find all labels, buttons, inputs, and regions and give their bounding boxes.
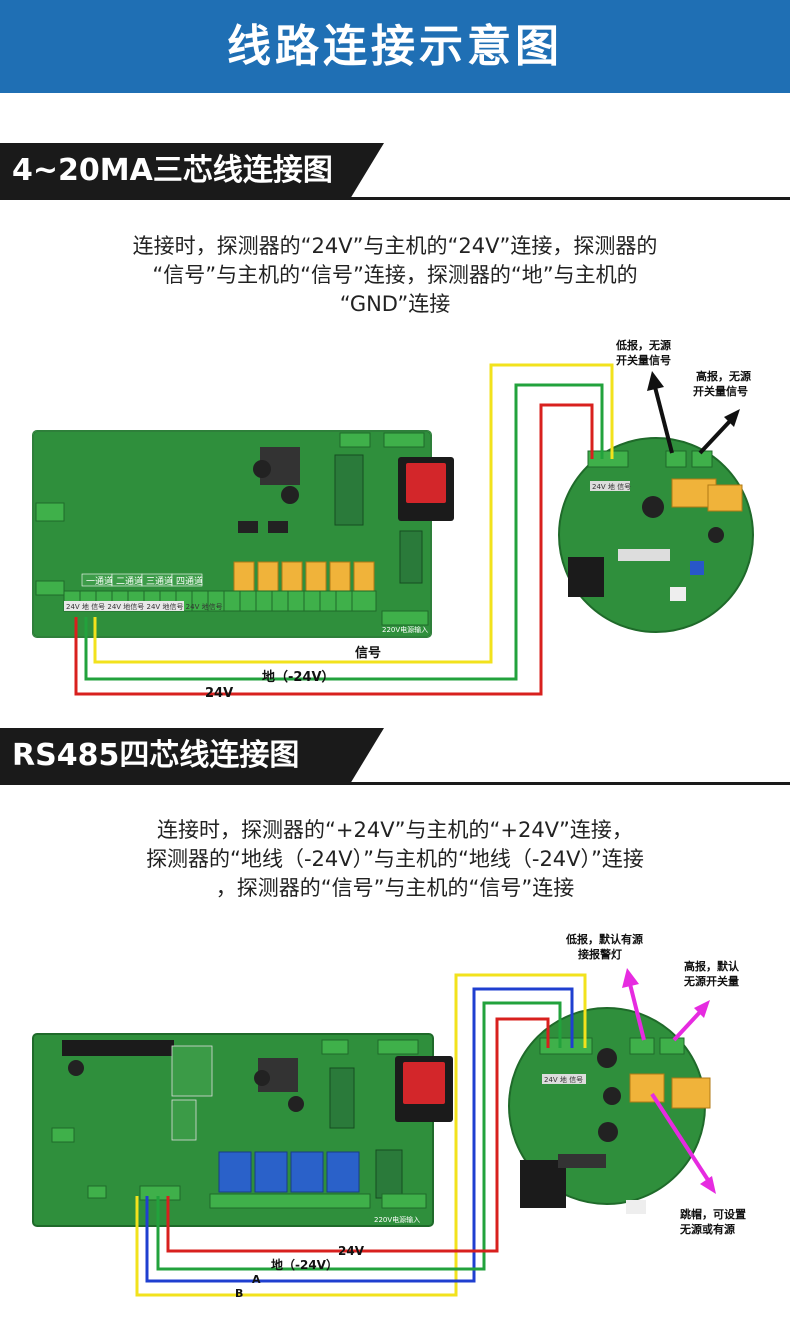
terminal-strip-label: 24V 地 信号 24V 地信号 24V 地信号 24V 地信号 — [66, 602, 223, 611]
wire-a-blue — [145, 987, 574, 1283]
wire-signal-yellow — [93, 363, 614, 664]
annotation-high-alarm: 高报，默认 — [684, 959, 740, 973]
section2-desc-line: 连接时，探测器的“+24V”与主机的“+24V”连接， — [157, 818, 633, 842]
section2-underline — [0, 782, 790, 785]
annotation-low-alarm: 低报，无源 — [615, 338, 671, 352]
annotation-jumper: 无源或有源 — [679, 1222, 735, 1236]
wires — [74, 363, 614, 696]
sensor-pin-label: 24V 地 信号 — [544, 1075, 583, 1084]
wire-power-red — [74, 403, 594, 696]
section1-wiring-diagram: 一通道 二通道 三通道 四通道 24V 地 信号 24V 地信号 24V 地信号… — [32, 338, 754, 701]
section2-wiring-diagram: 220V电源输入 24V 地 信号 24V 地（-24V） A B — [32, 932, 746, 1300]
annotation-low-alarm: 低报，默认有源 — [565, 932, 643, 946]
section1-description: 连接时，探测器的“24V”与主机的“24V”连接，探测器的 “信号”与主机的“信… — [0, 232, 790, 319]
section1-title: 4~20MA三芯线连接图 — [0, 143, 384, 199]
channel-label: 二通道 — [116, 575, 143, 587]
sensor-board: 24V 地 信号 — [558, 437, 754, 633]
channel-label: 四通道 — [176, 575, 203, 587]
wire-label-b: B — [235, 1287, 243, 1300]
annotation-low-alarm: 开关量信号 — [616, 353, 671, 367]
section1-desc-line: “信号”与主机的“信号”连接，探测器的“地”与主机的 — [152, 263, 638, 287]
section2-desc-line: 探测器的“地线（-24V）”与主机的“地线（-24V）”连接 — [146, 847, 644, 871]
wire-label-ground: 地（-24V） — [271, 1257, 338, 1272]
section1-desc-line: 连接时，探测器的“24V”与主机的“24V”连接，探测器的 — [132, 234, 658, 258]
wire-label-a: A — [252, 1273, 261, 1286]
annotation-arrows — [647, 371, 740, 455]
wire-label-signal: 信号 — [355, 645, 381, 661]
wires — [135, 973, 587, 1297]
wire-label-ground: 地（-24V） — [262, 669, 335, 685]
wire-label-power: 24V — [338, 1244, 365, 1258]
section1-underline — [0, 197, 790, 200]
sensor-board: 24V 地 信号 — [508, 1007, 711, 1214]
controller-board: 一通道 二通道 三通道 四通道 24V 地 信号 24V 地信号 24V 地信号… — [32, 430, 454, 638]
annotation-high-alarm: 高报，无源 — [696, 369, 751, 383]
controller-board: 220V电源输入 — [32, 1033, 453, 1227]
annotation-high-alarm: 开关量信号 — [693, 384, 748, 398]
annotation-arrows — [622, 968, 716, 1194]
wire-ground-green — [156, 1001, 562, 1271]
power-input-label: 220V电源输入 — [374, 1215, 420, 1224]
section2-desc-line: ，探测器的“信号”与主机的“信号”连接 — [215, 876, 575, 900]
section2-title: RS485四芯线连接图 — [0, 728, 384, 784]
annotation-jumper: 跳帽，可设置 — [680, 1207, 746, 1221]
annotation-high-alarm: 无源开关量 — [683, 974, 739, 988]
page-banner-title: 线路连接示意图 — [0, 0, 790, 93]
channel-label: 一通道 — [86, 575, 113, 587]
section2-description: 连接时，探测器的“+24V”与主机的“+24V”连接， 探测器的“地线（-24V… — [0, 816, 790, 903]
channel-label: 三通道 — [146, 575, 173, 587]
sensor-pin-label: 24V 地 信号 — [592, 482, 631, 491]
wire-power-red — [166, 1017, 550, 1253]
wire-b-yellow — [135, 973, 587, 1297]
annotation-low-alarm: 接报警灯 — [578, 947, 622, 961]
power-input-label: 220V电源输入 — [382, 625, 428, 634]
wire-label-power: 24V — [205, 686, 233, 701]
section1-desc-line: “GND”连接 — [339, 292, 451, 316]
wire-ground-green — [84, 383, 604, 681]
